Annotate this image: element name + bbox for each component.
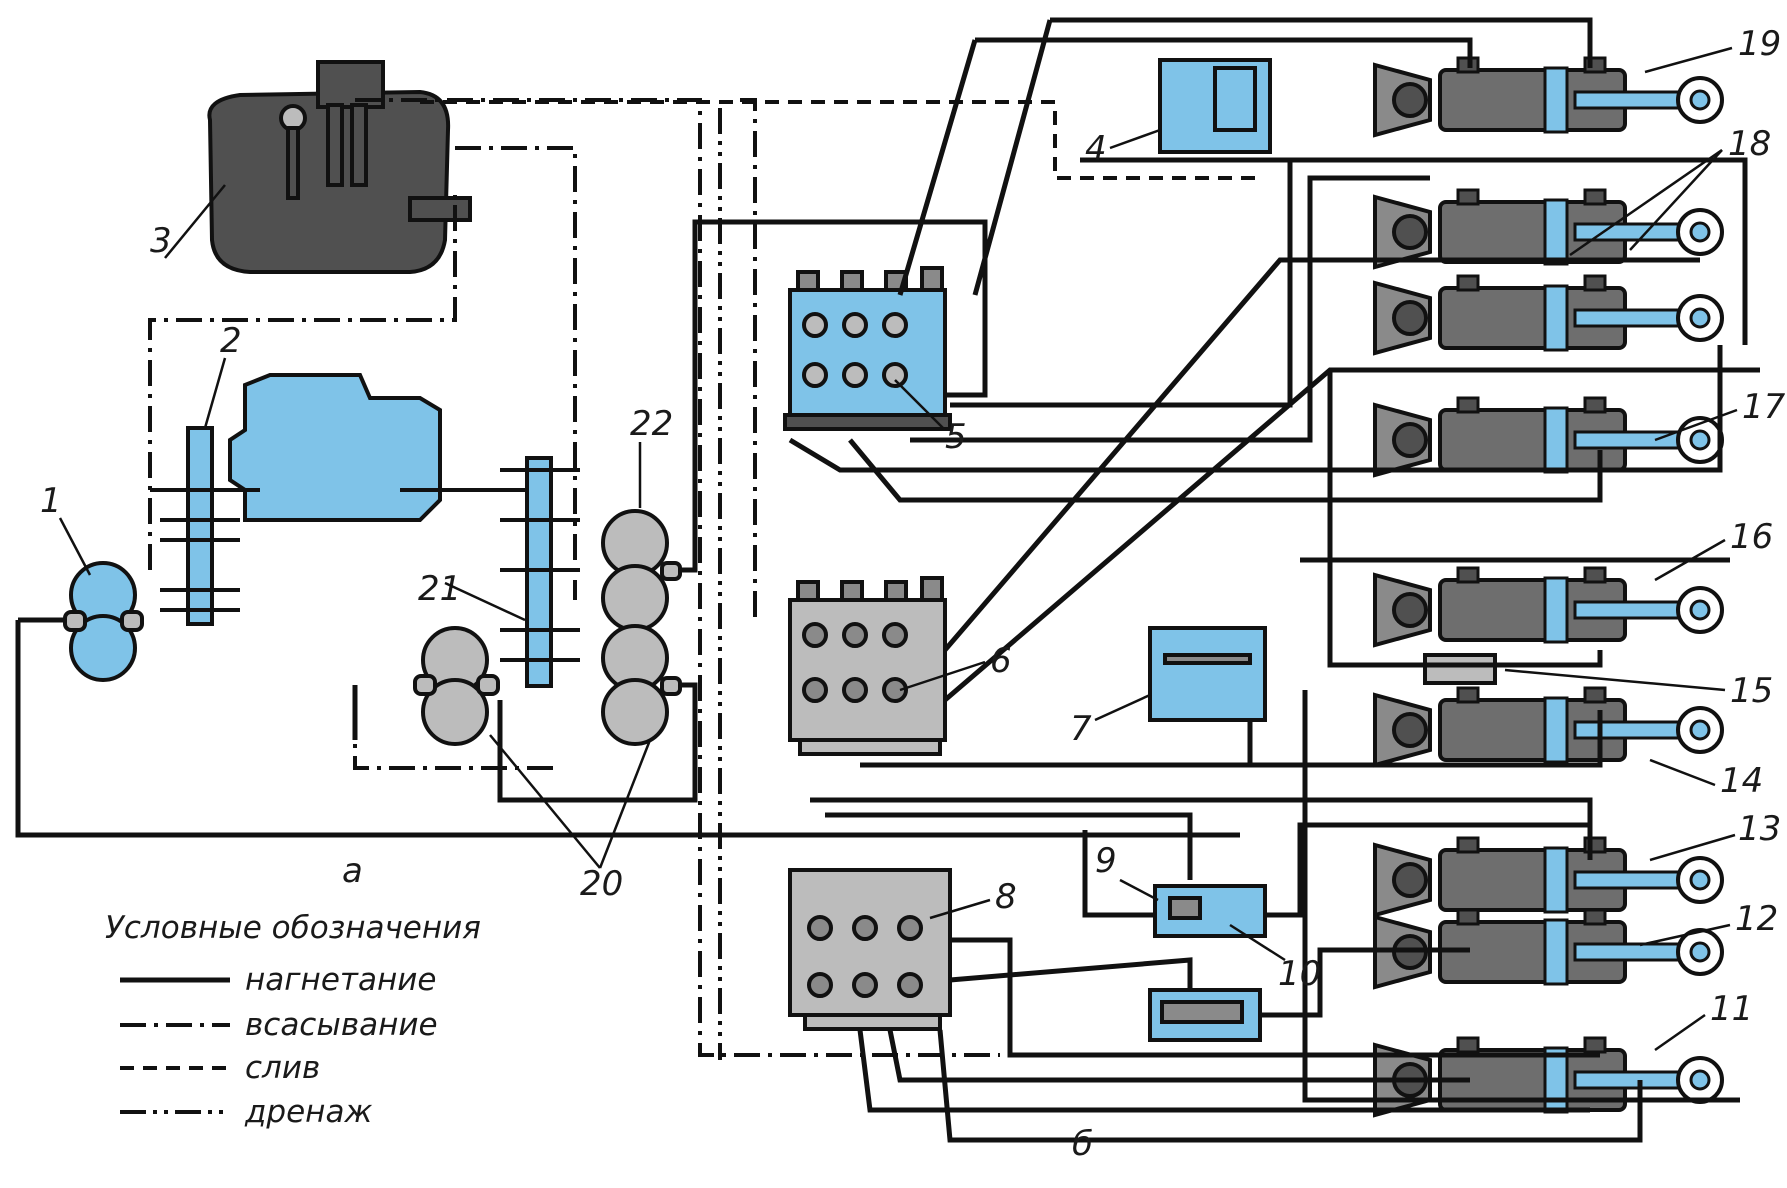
cylinder [1373,686,1724,768]
label-8: 8 [995,877,1017,917]
label-3: 3 [150,221,172,261]
legend-item-pressure: нагнетание [245,962,436,998]
valve-7 [1148,626,1267,722]
distributor-5 [783,266,952,431]
label-15: 15 [1730,671,1773,711]
label-16: 16 [1730,517,1773,557]
leader-lines [58,46,1738,1052]
distributor-6 [788,576,947,756]
cylinder [1373,56,1724,138]
label-11: 11 [1710,989,1753,1029]
pump-1 [63,561,144,682]
gear-shaft-2 [186,426,214,626]
label-1: 1 [40,481,62,521]
tank [207,60,472,274]
legend-title: Условные обозначения [105,910,481,946]
label-4: 4 [1085,129,1107,169]
label-13: 13 [1738,809,1781,849]
label-21: 21 [418,569,461,609]
cylinder [1373,1036,1724,1118]
cylinder [1373,396,1724,478]
label-22: 22 [630,404,673,444]
label-17: 17 [1742,387,1786,427]
label-part-a: а [342,851,363,891]
label-2: 2 [220,321,242,361]
engine-block [228,373,442,522]
pump-20 [413,626,500,746]
cylinder [1373,908,1724,990]
label-part-b: б [1072,1124,1093,1164]
legend: Условные обозначения нагнетание всасыван… [105,910,481,1130]
valve-10 [1153,884,1267,938]
label-10: 10 [1278,954,1321,994]
label-14: 14 [1720,761,1763,801]
valve-lower [1148,988,1262,1042]
element-15 [1423,653,1497,685]
valve-4 [1158,58,1272,154]
legend-item-drain: слив [245,1050,320,1086]
cylinder [1373,836,1724,918]
hydraulic-cylinders [1373,56,1724,1118]
label-12: 12 [1735,899,1778,939]
legend-item-dren: дренаж [244,1094,372,1130]
label-20: 20 [580,864,623,904]
distributor-8 [788,868,952,1031]
label-18: 18 [1728,124,1771,164]
legend-item-suction: всасывание [245,1007,438,1043]
cylinder [1373,566,1724,648]
pump-22 [601,509,682,746]
label-6: 6 [990,641,1012,681]
label-5: 5 [945,417,967,457]
label-9: 9 [1095,841,1117,881]
cylinder [1373,188,1724,270]
label-19: 19 [1738,24,1781,64]
label-7: 7 [1070,709,1092,749]
cylinder [1373,274,1724,356]
